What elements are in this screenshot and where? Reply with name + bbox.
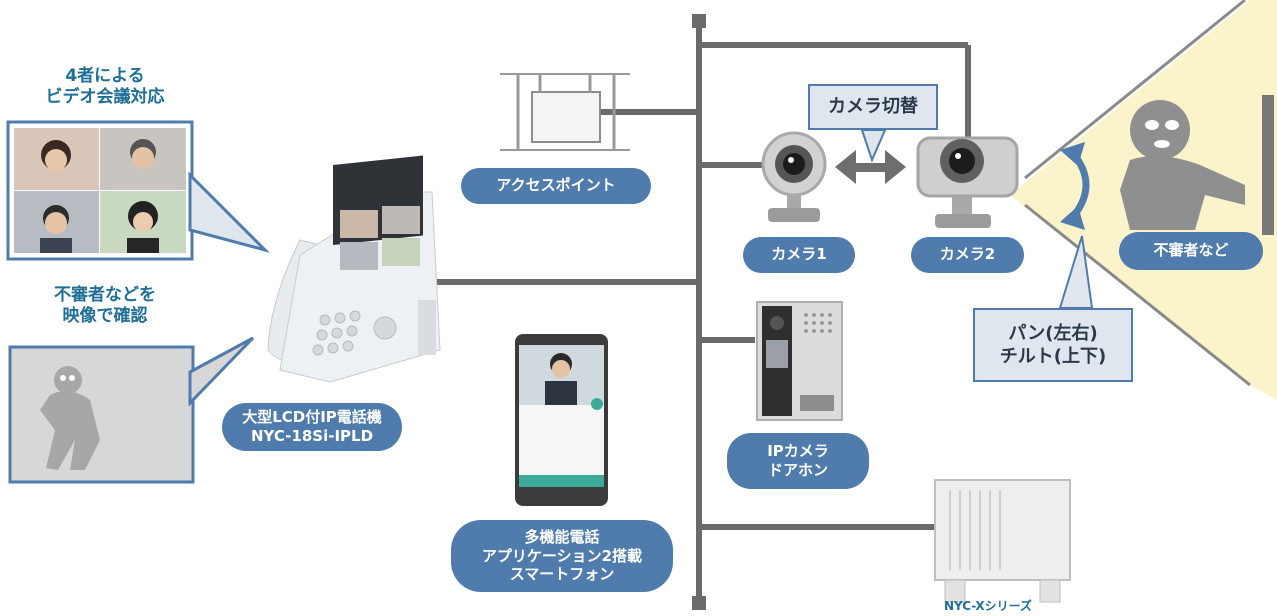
trunk-top-cap xyxy=(692,14,706,28)
pantilt-callout: パン(左右) チルト(上下) xyxy=(973,308,1133,382)
intruder-icon xyxy=(1120,95,1274,235)
switch-callout: カメラ切替 xyxy=(808,84,938,130)
camera2-label: カメラ2 xyxy=(911,237,1024,273)
access-point-label: アクセスポイント xyxy=(461,168,651,204)
camera1-icon xyxy=(761,131,827,222)
beam-edge-bottom xyxy=(1024,203,1251,387)
access-point-icon xyxy=(500,73,630,151)
pbx-icon xyxy=(934,479,1071,603)
pbx-label: NYC-Xシリーズ xyxy=(943,599,1033,613)
intruder-caption: 不審者などを 映像で確認 xyxy=(54,285,156,327)
trunk-bottom-cap xyxy=(692,596,706,610)
pantilt-arrowhead-bottom xyxy=(1060,206,1085,230)
door-phone-label: IPカメラ ドアホン xyxy=(727,433,869,489)
smartphone-icon xyxy=(515,334,608,506)
intruder-callout xyxy=(8,336,255,484)
smartphone-label: 多機能電話 アプリケーション2搭載 スマートフォン xyxy=(451,520,673,592)
phone-icon xyxy=(267,155,441,383)
switch-callout-pointer xyxy=(860,129,887,163)
pantilt-arrowhead-top xyxy=(1060,142,1085,166)
door-phone-icon xyxy=(756,301,843,421)
intruder-label: 不審者など xyxy=(1119,232,1263,270)
conference-callout xyxy=(6,120,271,261)
phone-label: 大型LCD付IP電話機 NYC-18Si-IPLD xyxy=(222,403,402,451)
conference-caption: 4者による ビデオ会議対応 xyxy=(45,66,165,108)
beam-edge-top xyxy=(1024,0,1246,180)
camera1-label: カメラ1 xyxy=(743,237,855,273)
camera2-icon xyxy=(916,136,1019,228)
network-lines xyxy=(428,20,971,600)
switch-arrow-icon xyxy=(835,150,906,184)
